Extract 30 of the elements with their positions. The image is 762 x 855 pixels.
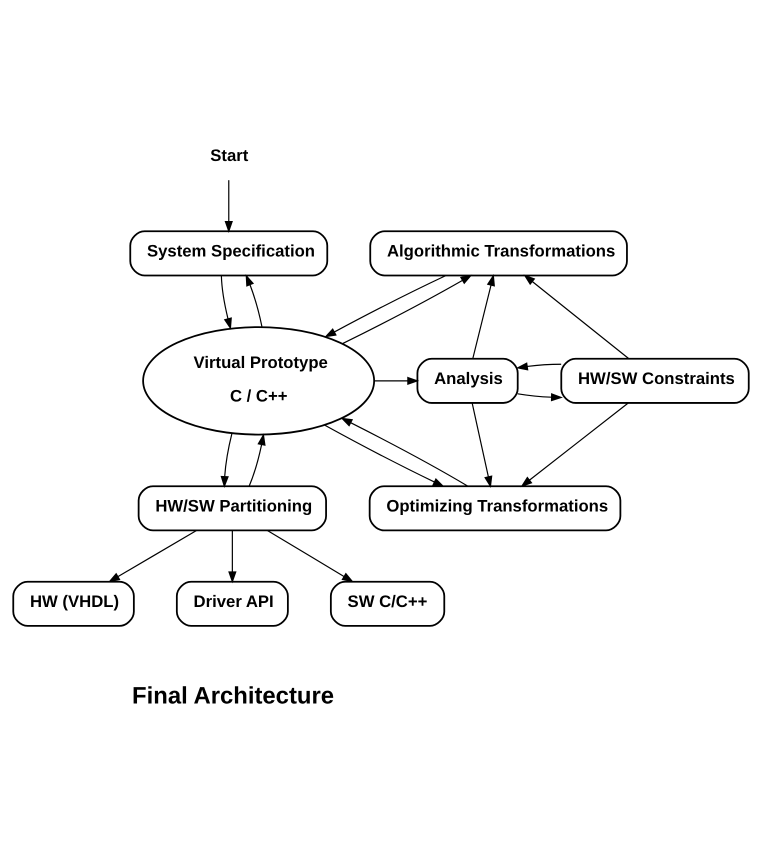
node-box: HW (VHDL): [12, 580, 135, 626]
node-box: Optimizing Transformations: [368, 484, 622, 531]
arrow: [518, 392, 563, 401]
arrow: [224, 180, 233, 232]
node-box: Analysis: [416, 357, 519, 404]
node-text: Start: [210, 146, 248, 165]
arrow: [523, 274, 630, 359]
arrow: [340, 417, 468, 486]
node-box: Algorithmic Transformations: [369, 230, 628, 276]
node-box: HW/SW Constraints: [560, 357, 750, 404]
label: Final Architecture: [132, 682, 334, 710]
node-box: HW/SW Partitioning: [138, 484, 327, 531]
arrow: [266, 529, 354, 582]
node-box: System Specification: [129, 230, 328, 276]
arrow: [220, 432, 232, 488]
node-box: SW C/C++: [330, 580, 446, 626]
arrow: [324, 274, 446, 337]
arrow: [228, 530, 237, 583]
arrow: [220, 275, 232, 330]
arrow: [246, 274, 262, 326]
arrow: [342, 274, 472, 344]
arrow: [472, 402, 492, 488]
arrow: [520, 402, 629, 487]
node-box: Driver API: [176, 580, 289, 626]
arrow: [516, 362, 562, 370]
arrow: [324, 424, 445, 486]
arrow: [374, 376, 420, 385]
arrow: [472, 274, 495, 358]
arrow: [248, 432, 266, 486]
arrow: [108, 529, 198, 582]
